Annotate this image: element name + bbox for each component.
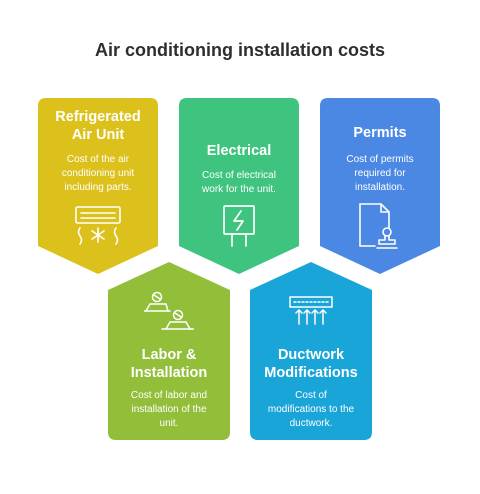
card-refrigerated-air-unit: Refrigerated Air Unit Cost of the air co…: [38, 98, 158, 274]
card-shape: [38, 98, 158, 274]
card-electrical: Electrical Cost of electrical work for t…: [179, 98, 299, 274]
workers-icon: [144, 291, 194, 330]
card-heading: Permits: [353, 125, 407, 141]
duct-airflow-icon: [289, 296, 333, 325]
card-description: Cost of permits required for installatio…: [346, 154, 414, 193]
card-heading: Labor & Installation: [130, 347, 208, 381]
card-shape: [250, 262, 372, 440]
card-shape: [320, 98, 440, 274]
card-shape: [179, 98, 299, 274]
air-conditioner-icon: [75, 206, 121, 245]
permit-stamp-icon: [359, 203, 398, 249]
card-description: Cost of labor and installation of the un…: [130, 390, 208, 429]
card-description: Cost of electrical work for the unit.: [202, 170, 276, 195]
card-description: Cost of modifications to the ductwork.: [267, 390, 355, 429]
diagram-title: Air conditioning installation costs: [94, 40, 385, 60]
card-heading: Ductwork Modifications: [264, 347, 358, 381]
card-permits: Permits Cost of permits required for ins…: [320, 98, 440, 274]
card-description: Cost of the air conditioning unit includ…: [61, 154, 135, 193]
card-shape: [108, 262, 230, 440]
electrical-plug-icon: [223, 205, 255, 247]
card-heading: Refrigerated Air Unit: [55, 109, 141, 143]
card-heading: Electrical: [206, 143, 272, 159]
card-labor-installation: Labor & Installation Cost of labor and i…: [108, 262, 230, 440]
card-ductwork-modifications: Ductwork Modifications Cost of modificat…: [250, 262, 372, 440]
